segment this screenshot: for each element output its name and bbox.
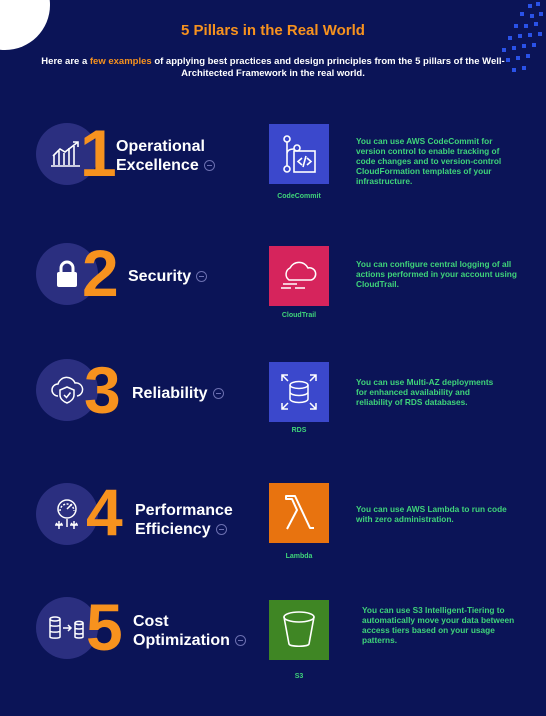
lock-icon xyxy=(36,243,98,305)
database-transfer-icon xyxy=(36,597,98,659)
pillar-description: You can use S3 Intelligent-Tiering to au… xyxy=(362,605,515,645)
pillar-row-reliability: 3 Reliability RDS You can use Multi-AZ d… xyxy=(0,357,546,457)
dot-pattern-decoration xyxy=(502,2,543,72)
s3-bucket-icon xyxy=(269,600,329,660)
pillar-number: 2 xyxy=(82,236,119,310)
framework-name: Well-Architected Framework xyxy=(181,56,505,79)
service-label: RDS xyxy=(291,427,307,434)
collapse-icon[interactable] xyxy=(203,160,215,172)
service-label: S3 xyxy=(294,673,304,680)
pillar-description: You can use Multi-AZ deployments for enh… xyxy=(356,377,494,407)
pillar-number: 5 xyxy=(86,590,123,664)
pillar-number: 1 xyxy=(80,116,117,190)
pillar-name: Reliability xyxy=(132,384,224,403)
pillar-description: You can configure central logging of all… xyxy=(356,259,517,289)
cloud-shield-icon xyxy=(36,359,98,421)
intro-highlight: few examples xyxy=(89,56,152,67)
gauge-icon xyxy=(36,483,98,545)
chart-icon xyxy=(36,123,98,185)
pillar-name: Security xyxy=(128,267,208,286)
cloudtrail-icon xyxy=(269,246,329,306)
page-title: 5 Pillars in the Real World xyxy=(181,22,365,39)
lambda-icon xyxy=(269,483,329,543)
service-label: Lambda xyxy=(285,553,313,560)
collapse-icon[interactable] xyxy=(234,635,246,647)
pillar-number: 4 xyxy=(86,475,123,549)
pillar-description: You can use AWS Lambda to run code with … xyxy=(356,504,507,524)
collapse-icon[interactable] xyxy=(212,388,224,400)
service-label: CodeCommit xyxy=(277,193,321,200)
codecommit-icon xyxy=(269,124,329,184)
rds-icon xyxy=(269,362,329,422)
service-label: CloudTrail xyxy=(281,312,317,319)
pillar-number: 3 xyxy=(84,353,121,427)
pillar-description: You can use AWS CodeCommit for version c… xyxy=(356,136,502,186)
collapse-icon[interactable] xyxy=(196,271,208,283)
intro-text: Here are a few examples of applying best… xyxy=(41,56,505,79)
collapse-icon[interactable] xyxy=(215,524,227,536)
pillar-row-security: 2 Security CloudTrail You can configure … xyxy=(0,240,546,340)
